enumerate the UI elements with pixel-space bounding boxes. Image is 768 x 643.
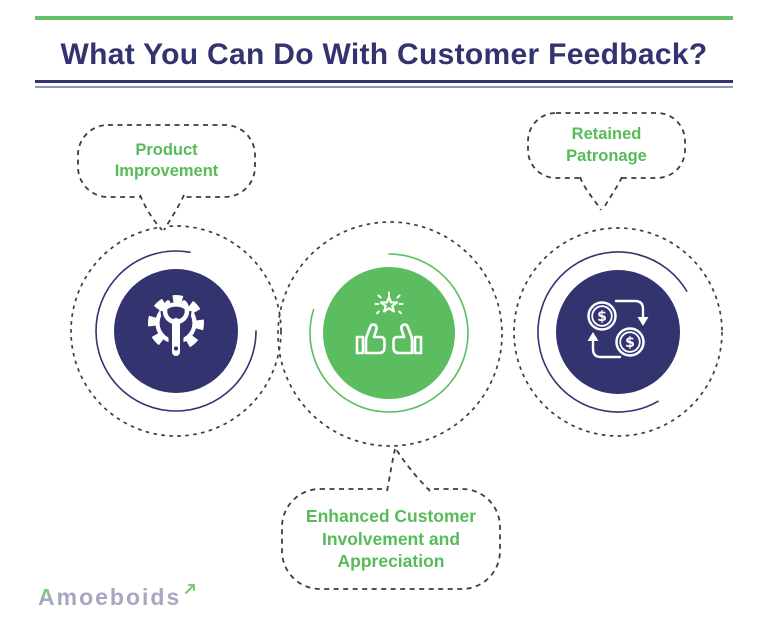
dollar-sign: $ [597,309,607,325]
accent-arc-right [537,251,699,413]
logo-arrow-icon [185,583,196,595]
header-accent-line [35,16,733,20]
bubble-product-improvement [77,124,256,198]
customer-appreciation-circle [323,267,455,399]
title-underline-thick [35,80,733,83]
dotted-orbit-right [513,227,723,437]
bubble-tail-product [140,194,184,230]
dotted-orbit-left [70,225,282,437]
dotted-orbit-middle [277,221,503,447]
logo-wordmark: moeboids [56,584,182,610]
bubble-tail-enhanced [385,448,431,492]
bubble-tail-retained [580,176,622,210]
dollar-sign: $ [625,335,635,351]
page-title: What You Can Do With Customer Feedback? [60,38,708,71]
title-underline-thin [35,86,733,88]
gear-wrench-icon [148,295,204,361]
bubble-label-enhanced-customer: Enhanced Customer Involvement and Apprec… [305,506,477,572]
accent-arc-middle [309,253,469,413]
money-exchange-icon: $ $ [587,299,649,359]
bubble-tails [139,176,623,492]
logo-first-letter: A [38,584,57,610]
thumbs-up-star-icon [355,291,423,355]
accent-arc-left [95,250,257,412]
retained-patronage-circle [556,270,680,394]
bubble-label-product-improvement: Product Improvement [114,140,219,180]
bubble-label-retained-patronage: Retained Patronage [566,125,647,165]
